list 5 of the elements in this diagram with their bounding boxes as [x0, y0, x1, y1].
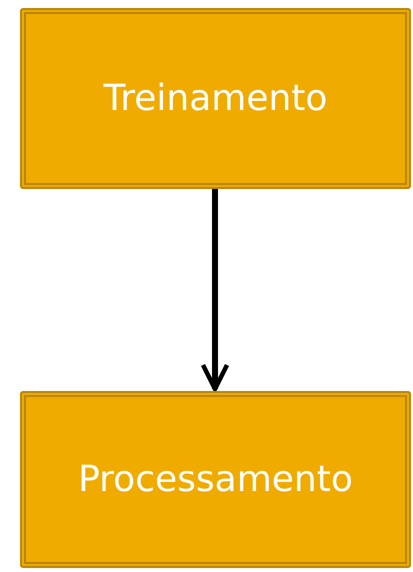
box-label: Treinamento	[104, 77, 328, 121]
arrow	[200, 189, 230, 392]
process-box	[20, 391, 411, 568]
box-label: Processamento	[78, 458, 353, 502]
process-box	[20, 8, 411, 189]
